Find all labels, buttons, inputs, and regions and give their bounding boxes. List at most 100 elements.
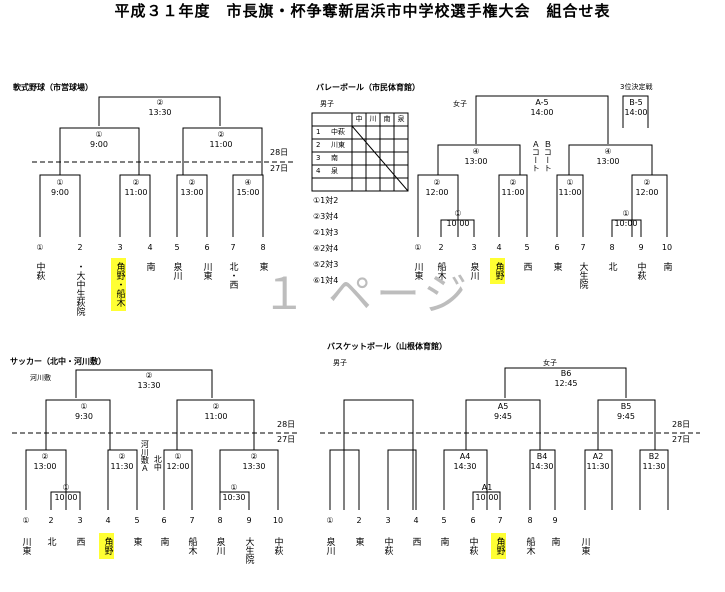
volleyball-table-header: 川 (369, 115, 377, 123)
soccer-game-no: ② (212, 402, 220, 411)
soccer-game-no: ② (250, 452, 258, 461)
basketball-game-time: 9:45 (494, 412, 512, 421)
baseball-slot-number: 3 (117, 243, 123, 252)
volleyball-table-header: 泉 (397, 115, 405, 123)
volleyball-game-time: 12:00 (425, 188, 449, 197)
basketball-slot-number: 5 (441, 516, 447, 525)
baseball-slot-number: ① (36, 243, 44, 252)
volleyball-slot-number: 7 (580, 243, 586, 252)
baseball-game-time: 13:30 (148, 108, 172, 117)
volleyball-heading: バレーボール（市民体育館） (316, 83, 420, 92)
baseball-game-no: ① (56, 178, 64, 187)
volleyball-team-name: 大生院 (577, 262, 588, 289)
basketball-game-no: B4 (536, 452, 548, 461)
soccer-team-name: 北 (45, 537, 56, 546)
basketball-boys-label: 男子 (333, 359, 347, 367)
volleyball-game-no: ② (433, 178, 441, 187)
volleyball-table-row-team: 南 (331, 154, 338, 162)
volleyball-game-time: 13:00 (596, 157, 620, 166)
volleyball-game-no: ① (566, 178, 574, 187)
volleyball-table-row-team: 川東 (331, 141, 345, 149)
baseball-team-name: ・大中生萩院 (74, 262, 85, 316)
baseball-game-time: 9:00 (90, 140, 108, 149)
baseball-game-time: 9:00 (51, 188, 69, 197)
soccer-slot-number: 4 (105, 516, 111, 525)
volleyball-match: ②3対4 (313, 212, 339, 221)
basketball-day28: 28日 (672, 420, 691, 429)
soccer-day28: 28日 (277, 420, 296, 429)
volleyball-slot-number: 8 (609, 243, 615, 252)
basketball-girls-label: 女子 (543, 359, 557, 367)
soccer-slot-number: 6 (161, 516, 167, 525)
volleyball-court-a: Ａコート (531, 140, 541, 172)
basketball-team-name: 西 (410, 537, 421, 546)
basketball-team-name: 泉川 (324, 537, 335, 555)
volleyball-third-game-no: B-5 (629, 98, 643, 107)
volleyball-game-no: ④ (604, 147, 612, 156)
volleyball-game-time: 10:00 (614, 219, 638, 228)
volleyball-team-name: 北 (606, 262, 617, 271)
basketball-slot-number: 6 (470, 516, 476, 525)
soccer-slot-number: 8 (217, 516, 223, 525)
soccer-team-name: 船木 (186, 537, 197, 555)
volleyball-team-name: 川東 (412, 262, 423, 280)
soccer-team-name: 泉川 (214, 537, 225, 555)
basketball-slot-number: 7 (497, 516, 503, 525)
baseball-day27: 27日 (270, 164, 289, 173)
baseball-slot-number: 2 (77, 243, 83, 252)
baseball-game-no: ④ (244, 178, 252, 187)
baseball-game-time: 13:00 (180, 188, 204, 197)
basketball-final-time: 12:45 (554, 379, 578, 388)
soccer-game-no: ① (230, 483, 238, 492)
volleyball-game-time: 12:00 (635, 188, 659, 197)
basketball-game-no: A4 (459, 452, 471, 461)
volleyball-game-no: ② (509, 178, 517, 187)
volleyball-third-place-label: 3位決定戦 (620, 83, 653, 91)
volleyball-table-header: 中 (355, 115, 363, 123)
volleyball-table-row-team: 泉 (331, 167, 338, 175)
basketball-slot-number: 3 (385, 516, 391, 525)
soccer-game-no: ② (41, 452, 49, 461)
baseball-slot-number: 7 (230, 243, 236, 252)
basketball-game-no: A1 (481, 483, 493, 492)
volleyball-table-row-num: 2 (316, 141, 321, 149)
basketball-slot-number: 2 (356, 516, 362, 525)
volleyball-team-name: 角野 (490, 258, 506, 284)
baseball-heading: 軟式野球（市営球場） (13, 83, 93, 92)
basketball-game-time: 14:30 (453, 462, 477, 471)
basketball-team-name: 南 (549, 537, 560, 546)
soccer-game-no: ② (145, 371, 153, 380)
volleyball-game-time: 13:00 (464, 157, 488, 166)
basketball-team-name: 中萩 (467, 537, 478, 555)
soccer-slot-number: 5 (134, 516, 140, 525)
basketball-game-time: 14:30 (530, 462, 554, 471)
volleyball-third-game-time: 14:00 (624, 108, 648, 117)
baseball-game-time: 11:00 (124, 188, 148, 197)
soccer-sub-label: 河川敷 (30, 374, 51, 382)
volleyball-team-name: 西 (521, 262, 532, 271)
soccer-slot-number: 7 (189, 516, 195, 525)
baseball-team-name: 北・西 (227, 262, 238, 289)
soccer-game-no: ② (118, 452, 126, 461)
baseball-slot-number: 6 (204, 243, 210, 252)
baseball-slot-number: 4 (147, 243, 153, 252)
baseball-game-no: ② (217, 130, 225, 139)
volleyball-table-row-team: 中萩 (331, 128, 345, 136)
soccer-game-time: 13:30 (137, 381, 161, 390)
baseball-slot-number: 5 (174, 243, 180, 252)
basketball-day27: 27日 (672, 435, 691, 444)
volleyball-slot-number: 10 (661, 243, 673, 252)
basketball-game-time: 11:30 (586, 462, 610, 471)
volleyball-table-row-num: 4 (316, 167, 321, 175)
soccer-game-time: 13:30 (242, 462, 266, 471)
baseball-team-name: 東 (257, 262, 268, 271)
baseball-team-name: 角野・船木 (111, 258, 127, 311)
soccer-team-name: 大生院 (243, 537, 254, 564)
soccer-game-time: 11:30 (110, 462, 134, 471)
volleyball-game-time: 11:00 (558, 188, 582, 197)
baseball-team-name: 川東 (201, 262, 212, 280)
volleyball-slot-number: 3 (471, 243, 477, 252)
volleyball-final-no: A-5 (535, 98, 549, 107)
soccer-game-time: 9:30 (75, 412, 93, 421)
